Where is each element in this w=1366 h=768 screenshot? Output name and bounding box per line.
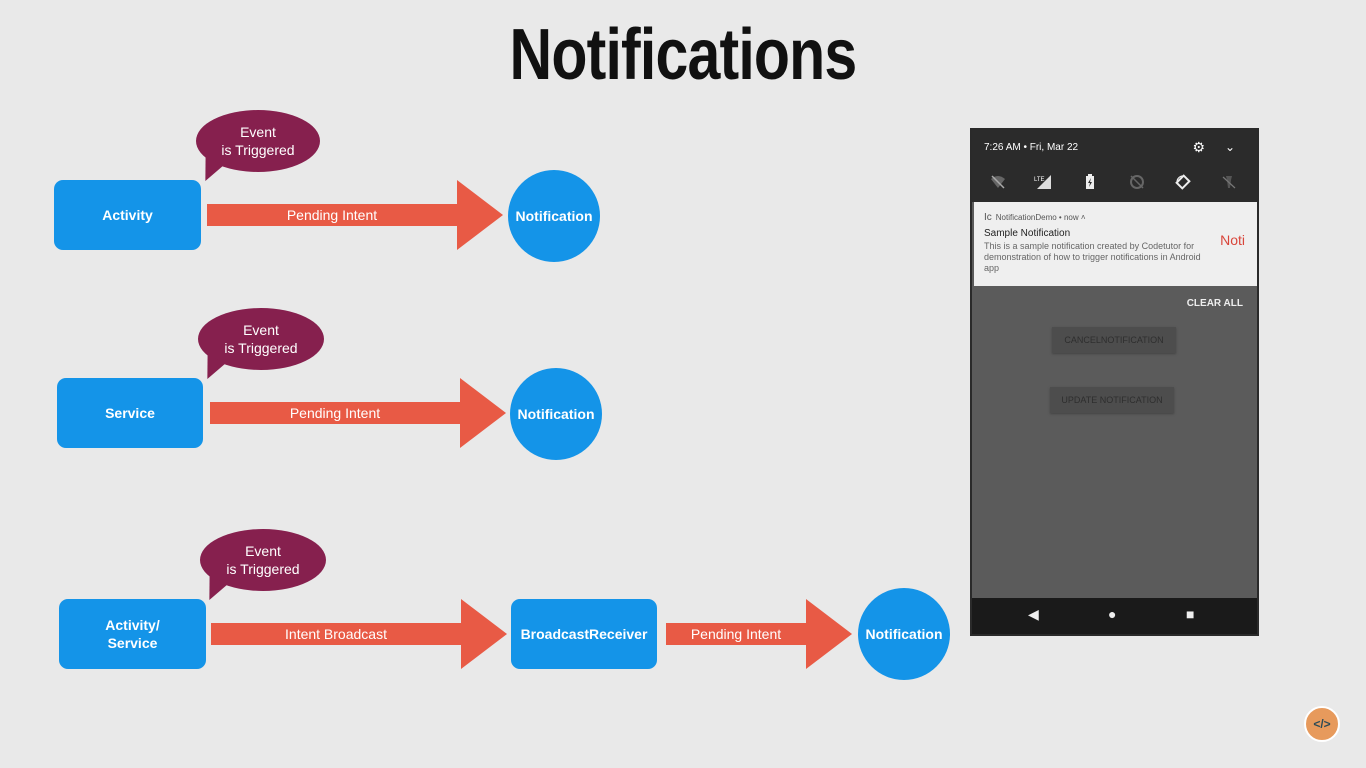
event-bubble: Event is Triggered — [196, 110, 320, 172]
service-box: Service — [57, 378, 203, 448]
arrow-label: Pending Intent — [210, 402, 460, 424]
app-name: NotificationDemo • now ˄ — [995, 213, 1086, 222]
wifi-off-icon[interactable] — [990, 174, 1006, 190]
event-bubble: Event is Triggered — [198, 308, 324, 370]
notification-circle: Notification — [510, 368, 602, 460]
bubble-line-2: is Triggered — [221, 142, 295, 158]
arrow-head — [806, 599, 852, 669]
broadcast-receiver-box: BroadcastReceiver — [511, 599, 657, 669]
activity-service-box: Activity/Service — [59, 599, 206, 669]
notification-body: This is a sample notification created by… — [984, 241, 1201, 273]
app-icon: Ic — [984, 212, 992, 223]
dnd-off-icon[interactable] — [1129, 174, 1145, 190]
notification-circle: Notification — [858, 588, 950, 680]
status-bar: 7:26 AM • Fri, Mar 22 ⚙ ⌄ LTE — [972, 130, 1257, 202]
activity-box: Activity — [54, 180, 201, 250]
update-notification-button[interactable]: UPDATE NOTIFICATION — [1050, 387, 1174, 413]
source-line-1: Activity/ — [105, 617, 160, 633]
recents-icon[interactable]: ■ — [1186, 606, 1195, 622]
arrow-head — [461, 599, 507, 669]
bubble-line-2: is Triggered — [224, 340, 298, 356]
gear-icon[interactable]: ⚙ — [1192, 139, 1205, 155]
flashlight-off-icon[interactable] — [1222, 174, 1236, 190]
event-bubble: Event is Triggered — [200, 529, 326, 591]
cancel-notification-button[interactable]: CANCELNOTIFICATION — [1052, 327, 1176, 353]
notification-circle: Notification — [508, 170, 600, 262]
rotate-icon[interactable] — [1175, 174, 1191, 190]
clear-all-button[interactable]: CLEAR ALL — [1186, 298, 1243, 309]
back-icon[interactable]: ◀ — [1028, 606, 1039, 622]
battery-icon[interactable] — [1085, 174, 1095, 190]
source-line-2: Service — [107, 635, 158, 651]
home-icon[interactable]: ● — [1108, 606, 1117, 622]
bubble-line-2: is Triggered — [226, 561, 300, 577]
signal-lte-icon[interactable]: LTE — [1034, 174, 1052, 190]
bubble-line-1: Event — [245, 543, 281, 559]
arrow-head — [460, 378, 506, 448]
arrow-label: Intent Broadcast — [211, 623, 461, 645]
pending-intent-arrow: Pending Intent — [207, 180, 503, 250]
chevron-down-icon[interactable]: ⌄ — [1224, 140, 1235, 154]
arrow-label: Pending Intent — [207, 204, 457, 226]
notification-title: Sample Notification — [984, 228, 1071, 239]
bubble-line-1: Event — [243, 322, 279, 338]
arrow-head — [457, 180, 503, 250]
phone-nav-bar: ◀ ● ■ — [972, 598, 1257, 634]
svg-text:LTE: LTE — [1034, 177, 1045, 183]
pending-intent-arrow: Pending Intent — [666, 599, 852, 669]
status-time: 7:26 AM • Fri, Mar 22 — [984, 142, 1079, 153]
channel-logo-icon: </> — [1304, 706, 1340, 742]
notification-thumbnail: Noti — [1220, 232, 1245, 248]
intent-broadcast-arrow: Intent Broadcast — [211, 599, 507, 669]
page-title: Notifications — [509, 15, 858, 95]
bubble-line-1: Event — [240, 124, 276, 140]
pending-intent-arrow: Pending Intent — [210, 378, 506, 448]
arrow-label: Pending Intent — [666, 623, 806, 645]
